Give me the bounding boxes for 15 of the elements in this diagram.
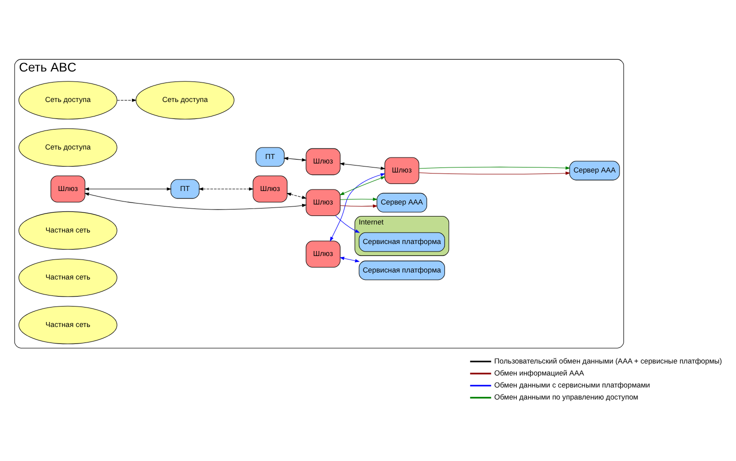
arrow: [84, 186, 172, 190]
arrow: [340, 176, 386, 195]
arrow: [418, 166, 570, 170]
arrow: [330, 172, 386, 242]
arrow: [116, 98, 137, 102]
arrow: [335, 215, 360, 232]
arrow: [340, 197, 378, 200]
arrow: [286, 192, 307, 198]
arrow: [84, 192, 307, 210]
arrow: [340, 256, 360, 262]
arrow: [418, 171, 570, 174]
arrow: [198, 186, 254, 190]
arrow: [340, 162, 386, 170]
arrow: [283, 156, 307, 161]
arrow: [340, 204, 378, 208]
